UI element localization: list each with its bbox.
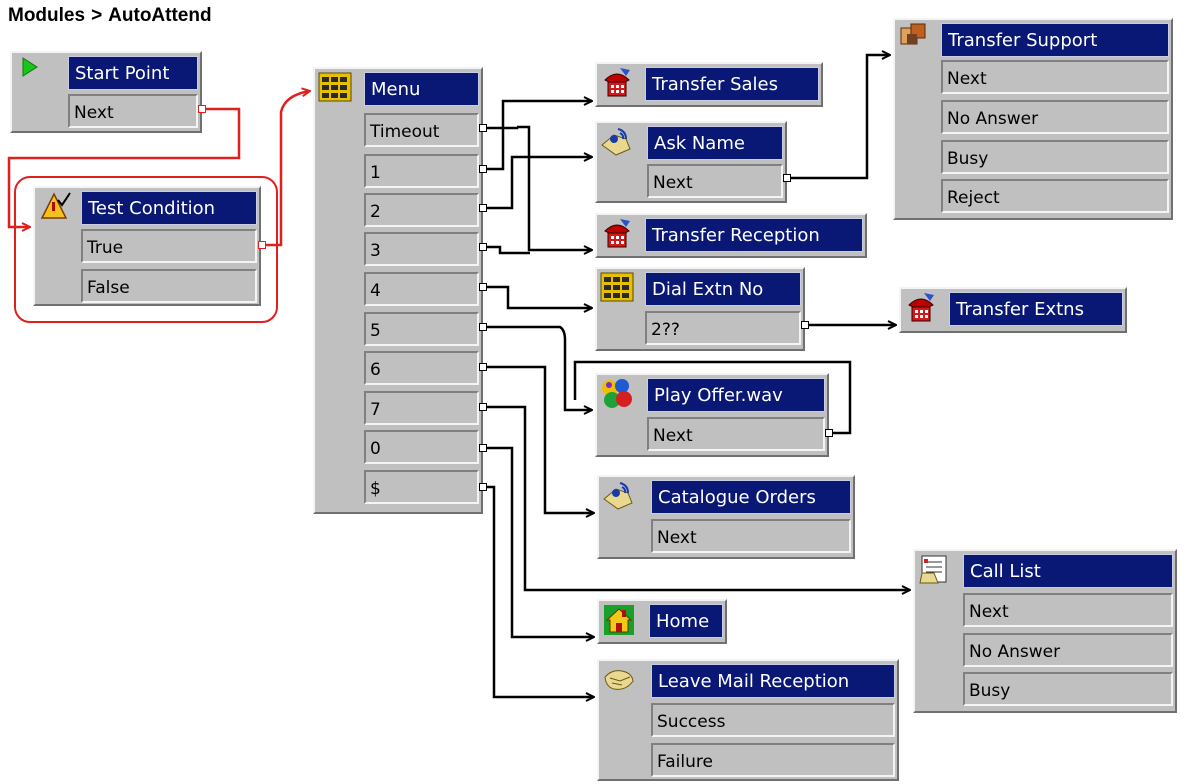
exit-next[interactable]: Next bbox=[68, 94, 198, 128]
condition-icon bbox=[38, 190, 71, 220]
exit-3[interactable]: 3 bbox=[364, 232, 479, 266]
port-menu-1[interactable] bbox=[479, 165, 487, 173]
menu-node[interactable]: Menu Timeout 1 2 3 4 5 6 7 0 $ bbox=[313, 67, 483, 514]
port-menu-3[interactable] bbox=[479, 243, 487, 251]
exit-busy[interactable]: Busy bbox=[963, 672, 1173, 706]
exit-4[interactable]: 4 bbox=[364, 272, 479, 306]
exit-failure[interactable]: Failure bbox=[651, 743, 895, 777]
port-dial-extn-2qq[interactable] bbox=[801, 321, 809, 329]
home-icon bbox=[602, 603, 634, 635]
node-title: Menu bbox=[364, 72, 479, 106]
speech-icon bbox=[600, 125, 632, 156]
exit-busy[interactable]: Busy bbox=[941, 140, 1169, 174]
exit-7[interactable]: 7 bbox=[364, 391, 479, 425]
exit-next[interactable]: Next bbox=[651, 519, 851, 553]
node-title: Dial Extn No bbox=[645, 272, 801, 306]
exit-2[interactable]: 2 bbox=[364, 193, 479, 227]
wire-menu-4-to-dial-extn bbox=[485, 285, 592, 308]
play-prompt-icon bbox=[600, 377, 632, 408]
test-condition-node[interactable]: Test Condition True False bbox=[33, 186, 261, 306]
wire-menu-6-to-catalogue bbox=[485, 365, 594, 513]
port-menu-4[interactable] bbox=[479, 283, 487, 291]
transfer-icon bbox=[600, 217, 632, 248]
wire-menu-timeout bbox=[485, 126, 519, 130]
exit-true[interactable]: True bbox=[81, 229, 257, 263]
exit-1[interactable]: 1 bbox=[364, 154, 479, 188]
leave-mail-reception-node[interactable]: Leave Mail Reception Success Failure bbox=[597, 659, 899, 781]
port-menu-6[interactable] bbox=[479, 363, 487, 371]
node-title: Leave Mail Reception bbox=[651, 664, 895, 698]
node-title: Call List bbox=[963, 554, 1173, 588]
port-start-next[interactable] bbox=[198, 105, 206, 113]
node-title: Home bbox=[649, 604, 723, 638]
port-ask-name-next[interactable] bbox=[783, 174, 791, 182]
home-node[interactable]: Home bbox=[597, 599, 727, 644]
transfer-extns-node[interactable]: Transfer Extns bbox=[899, 287, 1127, 333]
transfer-sales-node[interactable]: Transfer Sales bbox=[595, 62, 823, 107]
exit-0[interactable]: 0 bbox=[364, 430, 479, 464]
speech-icon bbox=[602, 479, 634, 510]
port-menu-5[interactable] bbox=[479, 323, 487, 331]
breadcrumb: Modules>AutoAttend bbox=[8, 5, 212, 27]
dial-extn-no-node[interactable]: Dial Extn No 2?? bbox=[595, 267, 805, 351]
wire-menu-timeout-down bbox=[517, 125, 592, 250]
breadcrumb-separator: > bbox=[91, 5, 103, 26]
transfer-reception-node[interactable]: Transfer Reception bbox=[595, 213, 867, 258]
node-title: Transfer Reception bbox=[645, 218, 863, 252]
exit-timeout[interactable]: Timeout bbox=[364, 113, 479, 147]
port-menu-dollar[interactable] bbox=[479, 483, 487, 491]
keypad-icon bbox=[318, 71, 352, 102]
wire-menu-dollar-to-leave-mail bbox=[485, 485, 594, 697]
wire-menu-3-to-transfer-reception bbox=[485, 245, 530, 255]
port-menu-7[interactable] bbox=[479, 403, 487, 411]
support-transfer-icon bbox=[898, 22, 930, 52]
call-list-node[interactable]: Call List Next No Answer Busy bbox=[913, 549, 1177, 713]
play-triangle-icon bbox=[15, 55, 47, 85]
exit-2qq[interactable]: 2?? bbox=[645, 311, 801, 345]
wire-menu-5-to-play-offer bbox=[485, 325, 592, 410]
exit-dollar[interactable]: $ bbox=[364, 470, 479, 504]
exit-false[interactable]: False bbox=[81, 269, 257, 303]
node-title: Start Point bbox=[68, 56, 198, 90]
ask-name-node[interactable]: Ask Name Next bbox=[595, 121, 787, 203]
breadcrumb-autoattend: AutoAttend bbox=[108, 5, 212, 26]
transfer-icon bbox=[904, 291, 936, 322]
breadcrumb-modules[interactable]: Modules bbox=[8, 5, 86, 26]
start-point-node[interactable]: Start Point Next bbox=[10, 51, 202, 133]
wire-menu-1-to-transfer-sales bbox=[485, 101, 592, 171]
wire-menu-0-to-home bbox=[485, 446, 594, 637]
exit-no-answer[interactable]: No Answer bbox=[941, 100, 1169, 134]
exit-no-answer[interactable]: No Answer bbox=[963, 633, 1173, 667]
node-title: Catalogue Orders bbox=[651, 480, 851, 514]
node-title: Play Offer.wav bbox=[647, 378, 825, 412]
port-play-offer-next[interactable] bbox=[825, 429, 833, 437]
exit-6[interactable]: 6 bbox=[364, 351, 479, 385]
exit-next[interactable]: Next bbox=[647, 164, 783, 198]
exit-5[interactable]: 5 bbox=[364, 312, 479, 346]
play-offer-node[interactable]: Play Offer.wav Next bbox=[595, 373, 829, 457]
port-test-true[interactable] bbox=[258, 241, 266, 249]
port-menu-2[interactable] bbox=[479, 204, 487, 212]
exit-reject[interactable]: Reject bbox=[941, 179, 1169, 213]
exit-next[interactable]: Next bbox=[963, 593, 1173, 627]
node-title: Test Condition bbox=[81, 191, 257, 225]
node-title: Ask Name bbox=[647, 126, 783, 160]
catalogue-orders-node[interactable]: Catalogue Orders Next bbox=[597, 475, 855, 559]
exit-next[interactable]: Next bbox=[647, 417, 825, 451]
node-title: Transfer Support bbox=[941, 23, 1169, 57]
transfer-icon bbox=[600, 66, 632, 97]
node-title: Transfer Sales bbox=[645, 67, 819, 101]
mail-icon bbox=[602, 663, 634, 693]
node-title: Transfer Extns bbox=[949, 292, 1123, 326]
port-menu-0[interactable] bbox=[479, 444, 487, 452]
transfer-support-node[interactable]: Transfer Support Next No Answer Busy Rej… bbox=[893, 18, 1173, 220]
port-menu-timeout[interactable] bbox=[479, 124, 487, 132]
wire-menu-2-to-ask-name bbox=[485, 157, 592, 210]
exit-success[interactable]: Success bbox=[651, 703, 895, 737]
exit-next[interactable]: Next bbox=[941, 60, 1169, 94]
keypad-icon bbox=[600, 271, 634, 302]
call-list-icon bbox=[918, 553, 950, 584]
